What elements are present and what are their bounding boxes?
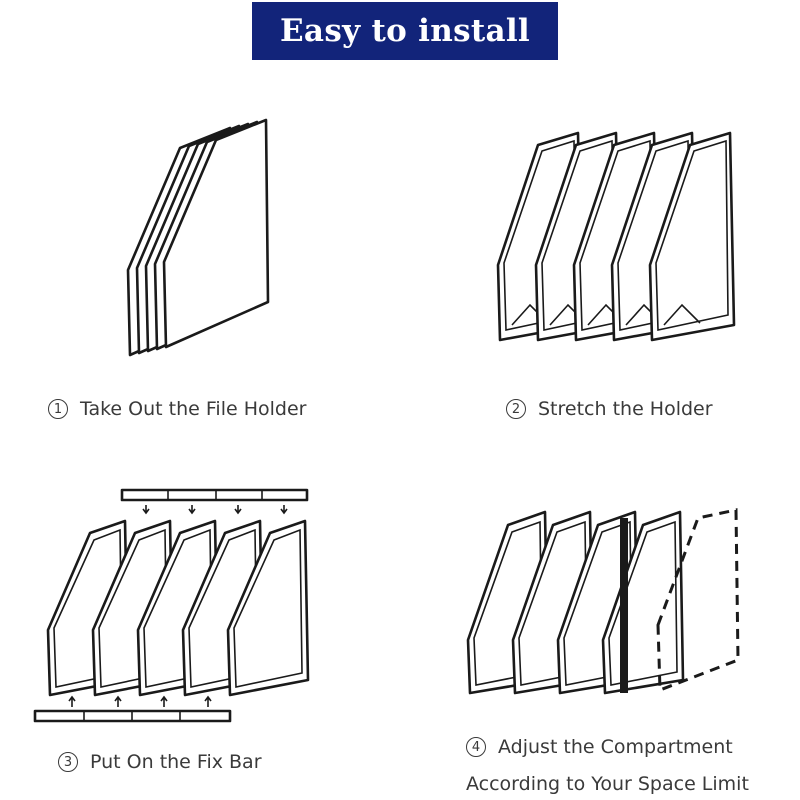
extended-compartment-outline: [656, 508, 740, 693]
stretched-file-holder-icon: [496, 131, 736, 342]
folded-file-holder-icon: [126, 118, 270, 357]
step-3-number: 3: [58, 752, 78, 772]
holder-compartment: [648, 131, 736, 342]
step-4-caption: 4 Adjust the Compartment: [466, 736, 733, 758]
holder-compartment: [226, 519, 310, 697]
up-arrow-icon: [204, 695, 212, 707]
down-arrow-icon: [280, 505, 288, 515]
panel-edge: [127, 269, 131, 356]
down-arrow-icon: [142, 505, 150, 515]
step-2-caption: 2 Stretch the Holder: [506, 398, 713, 420]
up-arrow-icon: [68, 695, 76, 707]
panel-edge: [163, 261, 167, 348]
holder-inner-edge: [233, 528, 303, 688]
panel-edge: [154, 263, 158, 350]
step-3-label: Put On the Fix Bar: [90, 751, 262, 773]
holder-inner-edge: [608, 520, 678, 686]
up-arrow-icon: [114, 695, 122, 707]
step-1-caption: 1 Take Out the File Holder: [48, 398, 306, 420]
panel-edge: [145, 265, 149, 352]
fix-bar-file-holder-icon: [33, 488, 310, 723]
panel-edge: [136, 267, 140, 354]
step-1-label: Take Out the File Holder: [80, 398, 307, 420]
compartment-divider: [620, 518, 628, 693]
title-banner: Easy to install: [252, 2, 558, 60]
step-2-label: Stretch the Holder: [538, 398, 713, 420]
step-2-number: 2: [506, 399, 526, 419]
step-4-label-line2: According to Your Space Limit: [466, 773, 749, 795]
adjust-compartment-icon: [466, 508, 740, 695]
step-4-label-line1: Adjust the Compartment: [498, 736, 733, 758]
holder-fold: [663, 303, 701, 326]
down-arrow-icon: [234, 505, 242, 515]
holder-inner-edge: [655, 139, 729, 331]
top-fix-bar: [120, 488, 309, 502]
down-arrow-icon: [188, 505, 196, 515]
step-1-number: 1: [48, 399, 68, 419]
page-title: Easy to install: [280, 13, 530, 49]
step-3-caption: 3 Put On the Fix Bar: [58, 751, 262, 773]
up-arrow-icon: [160, 695, 168, 707]
step-4-number: 4: [466, 737, 486, 757]
